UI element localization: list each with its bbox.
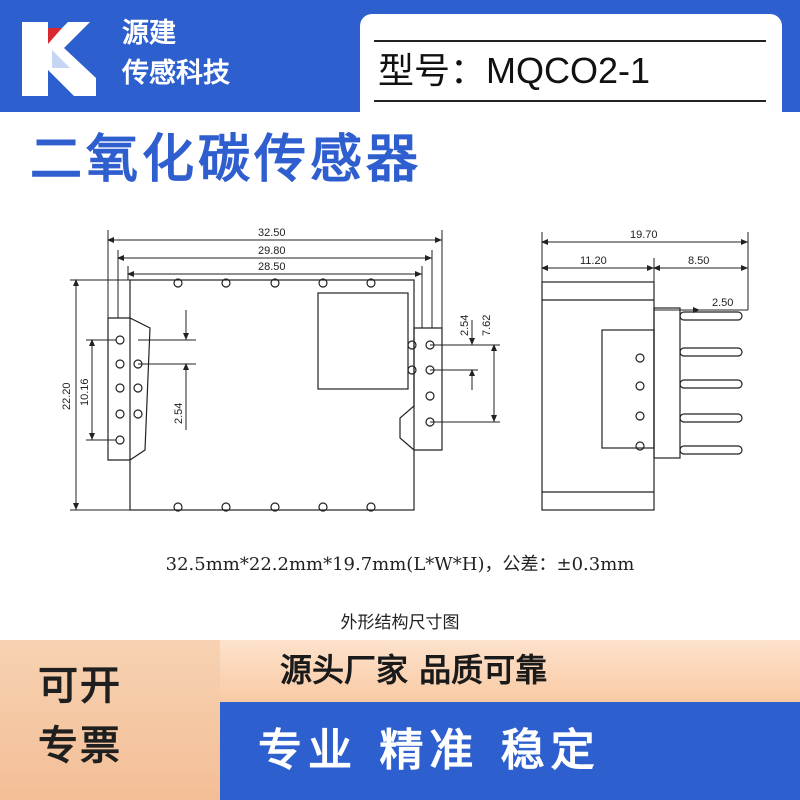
invoice-badge: 可开 专票 <box>38 656 122 776</box>
title-band <box>0 112 800 207</box>
company-logo <box>18 18 100 100</box>
dim-pin-pitch-left: 2.54 <box>173 403 185 424</box>
dim-pin-offset: 2.50 <box>712 297 733 309</box>
invoice-panel <box>0 640 220 800</box>
slogan-band-top <box>220 640 800 702</box>
right-connector <box>399 327 443 451</box>
dim-body-width: 29.80 <box>258 245 286 257</box>
invoice-line-1: 可开 <box>38 663 122 709</box>
left-connector <box>107 317 151 461</box>
model-number: 型号：MQCO2-1 <box>378 50 651 91</box>
slogan-source-quality: 源头厂家 品质可靠 <box>280 651 548 689</box>
side-dimension-lines <box>541 232 749 313</box>
product-title: 二氧化碳传感器 <box>30 130 423 190</box>
front-view <box>107 278 443 512</box>
dim-pin-length: 8.50 <box>688 255 709 267</box>
drawing-caption: 外形结构尺寸图 <box>340 613 460 633</box>
dim-left-pins: 10.16 <box>79 378 91 406</box>
dim-overall-width: 32.50 <box>258 227 286 239</box>
spec-text: 32.5mm*22.2mm*19.7mm(L*W*H)，公差：±0.3mm <box>165 554 635 575</box>
sensor-window <box>317 292 409 390</box>
model-rule-top <box>374 40 766 42</box>
front-dimension-lines <box>70 230 500 511</box>
side-connector <box>653 307 681 459</box>
dim-depth: 19.70 <box>630 229 658 241</box>
dim-pin-pitch-right: 2.54 <box>459 315 471 336</box>
sensor-body <box>129 279 415 511</box>
dim-body-depth: 11.20 <box>580 255 607 267</box>
dim-right-pins: 7.62 <box>481 315 493 336</box>
brand-name: 源建 传感科技 <box>122 14 230 94</box>
side-body <box>541 281 655 511</box>
dimension-drawing: 32.50 29.80 28.50 22.20 10.16 2.54 2.54 … <box>61 227 749 512</box>
model-rule-bottom <box>374 100 766 102</box>
invoice-line-2: 专票 <box>38 723 122 769</box>
slogan-professional: 专业 精准 稳定 <box>258 725 601 776</box>
side-view <box>541 281 743 511</box>
slogan-band-bottom <box>220 702 800 800</box>
dim-height: 22.20 <box>61 382 73 410</box>
dim-pin-span: 28.50 <box>258 261 286 273</box>
side-dimension-labels: 19.70 11.20 8.50 2.50 <box>580 229 733 309</box>
brand-line-2: 传感科技 <box>122 58 230 89</box>
front-dimension-labels: 32.50 29.80 28.50 22.20 10.16 2.54 2.54 … <box>61 227 493 424</box>
side-inner <box>601 329 655 449</box>
brand-line-1: 源建 <box>122 18 176 49</box>
